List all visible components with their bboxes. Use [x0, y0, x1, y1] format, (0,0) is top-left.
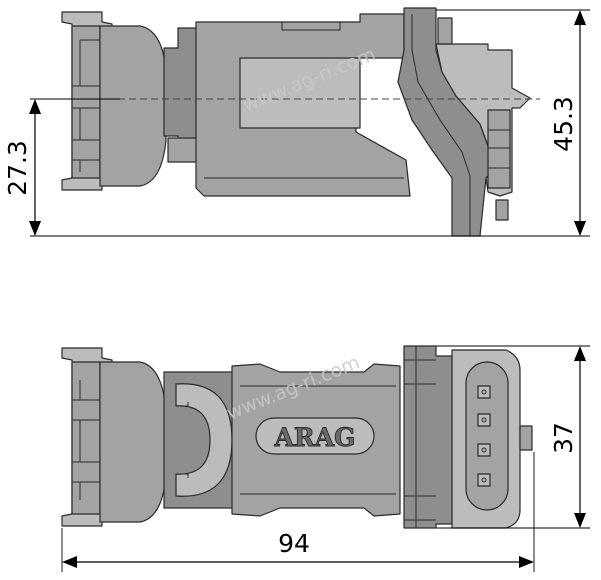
dimension-37: 37	[436, 345, 590, 529]
connector-top-view: ARAG	[61, 345, 533, 529]
dimension-45-3: 45.3	[436, 9, 590, 237]
dimension-label-37: 37	[549, 422, 578, 454]
dimension-label-27-3: 27.3	[3, 140, 32, 196]
pin-socket	[465, 361, 509, 511]
dimension-94: 94	[61, 452, 535, 572]
dimension-label-45-3: 45.3	[549, 96, 578, 152]
brand-logo: ARAG	[274, 423, 356, 452]
logo-plate	[255, 417, 375, 455]
dimension-label-94: 94	[278, 529, 310, 558]
connector-side-view	[30, 7, 540, 237]
dimension-27-3: 27.3	[3, 98, 480, 237]
